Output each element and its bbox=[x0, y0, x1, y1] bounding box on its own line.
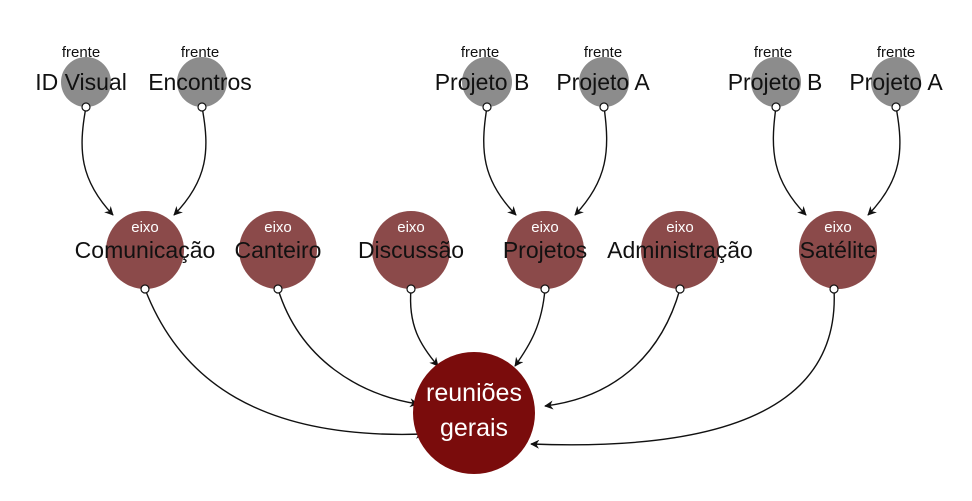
frente-kind-label: frente bbox=[181, 44, 219, 61]
eixo-label: Canteiro bbox=[235, 237, 322, 263]
eixo-kind-label: eixo bbox=[264, 219, 292, 236]
frente-node: frente Projeto B bbox=[435, 44, 530, 112]
eixo-node: eixo Canteiro bbox=[235, 211, 322, 294]
eixo-node: eixo Discussão bbox=[358, 211, 464, 294]
frente-node: frente ID Visual bbox=[35, 44, 127, 112]
eixo-kind-label: eixo bbox=[666, 219, 694, 236]
frente-kind-label: frente bbox=[461, 44, 499, 61]
eixo-node: eixo Comunicação bbox=[75, 211, 216, 294]
eixo-node: eixo Administração bbox=[607, 211, 753, 294]
edge-satelite-center bbox=[530, 288, 835, 449]
frente-kind-label: frente bbox=[62, 44, 100, 61]
edge-comunicacao-center bbox=[144, 288, 425, 439]
eixo-kind-label: eixo bbox=[397, 219, 425, 236]
edge-frente-projetob-projetos bbox=[483, 106, 517, 216]
eixo-label: Satélite bbox=[800, 237, 877, 263]
frente-kind-label: frente bbox=[754, 44, 792, 61]
edges bbox=[81, 106, 901, 449]
eixo-nodes: eixo Comunicação eixo Canteiro eixo Disc… bbox=[75, 211, 877, 294]
frente-node: frente Projeto A bbox=[849, 44, 943, 112]
eixo-label: Administração bbox=[607, 237, 753, 263]
edge-administracao-center bbox=[544, 288, 681, 410]
center-label-line2: gerais bbox=[440, 414, 508, 442]
eixo-label: Discussão bbox=[358, 237, 464, 263]
frente-nodes: frente ID Visual frente Encontros frente… bbox=[35, 44, 943, 112]
edge-frente-projetob-satelite bbox=[772, 106, 807, 216]
edge-projetos-center bbox=[514, 288, 546, 367]
frente-kind-label: frente bbox=[584, 44, 622, 61]
edge-frente-projetoa-satelite bbox=[867, 106, 901, 216]
frente-label: Encontros bbox=[148, 69, 252, 95]
edge-discussao-center bbox=[409, 288, 439, 367]
center-label-line1: reuniões bbox=[426, 379, 522, 407]
edge-frente-projetoa-projetos bbox=[574, 106, 608, 216]
frente-label: Projeto A bbox=[556, 69, 650, 95]
frente-node: frente Projeto B bbox=[728, 44, 823, 112]
eixo-label: Comunicação bbox=[75, 237, 216, 263]
eixo-kind-label: eixo bbox=[131, 219, 159, 236]
eixo-kind-label: eixo bbox=[824, 219, 852, 236]
eixo-node: eixo Satélite bbox=[799, 211, 877, 294]
frente-node: frente Projeto A bbox=[556, 44, 650, 112]
eixo-node: eixo Projetos bbox=[503, 211, 587, 294]
frente-kind-label: frente bbox=[877, 44, 915, 61]
eixo-label: Projetos bbox=[503, 237, 587, 263]
center-node: reuniões gerais bbox=[413, 352, 535, 474]
edge-frente-encontros-comunicacao bbox=[173, 106, 207, 216]
frente-label: Projeto A bbox=[849, 69, 943, 95]
frente-label: ID Visual bbox=[35, 69, 127, 95]
frente-node: frente Encontros bbox=[148, 44, 252, 112]
edge-canteiro-center bbox=[277, 288, 419, 408]
frente-label: Projeto B bbox=[728, 69, 823, 95]
eixo-kind-label: eixo bbox=[531, 219, 559, 236]
frente-label: Projeto B bbox=[435, 69, 530, 95]
edge-frente-idvisual-comunicacao bbox=[81, 106, 114, 216]
